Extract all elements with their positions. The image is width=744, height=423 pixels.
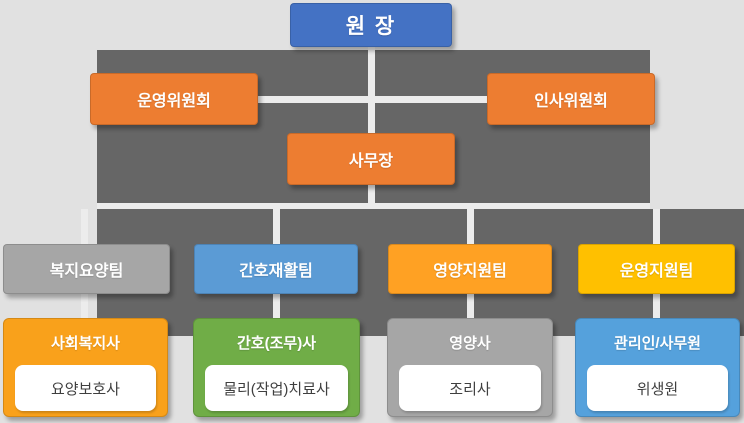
team-nutrition-support-label: 영양지원팀	[433, 263, 507, 280]
team-box-operations-support: 운영지원팀	[578, 244, 735, 294]
staff-nurse-label: 간호(조무)사	[237, 334, 316, 352]
connector-stub-team-3	[467, 209, 474, 245]
staff-box-nurse: 간호(조무)사 물리(작업)치료사	[193, 318, 360, 417]
director-label: 원 장	[345, 15, 397, 38]
connector-stub-team-1	[81, 209, 88, 245]
connector-stub-staff-1	[81, 294, 88, 320]
staff-box-caretaker: 관리인/사무원 위생원	[575, 318, 740, 417]
staff-box-nutritionist: 영양사 조리사	[387, 318, 553, 417]
director-box: 원 장	[290, 3, 452, 47]
staff-box-social-worker: 사회복지사 요양보호사	[3, 318, 168, 417]
connector-line-committees	[258, 96, 487, 103]
committee-personnel-label: 인사위원회	[534, 93, 608, 110]
staff-sub-box-sanitation-worker: 위생원	[587, 365, 728, 411]
office-manager-box: 사무장	[287, 133, 455, 185]
committee-operating-label: 운영위원회	[137, 93, 211, 110]
team-welfare-care-label: 복지요양팀	[49, 263, 124, 280]
committee-box-personnel: 인사위원회	[487, 73, 655, 125]
staff-social-worker-label: 사회복지사	[50, 334, 120, 352]
staff-caretaker-label: 관리인/사무원	[614, 334, 701, 352]
connector-stub-team-2	[273, 209, 280, 245]
team-box-nutrition-support: 영양지원팀	[388, 244, 552, 294]
staff-sub-box-care-worker: 요양보호사	[15, 365, 156, 411]
connector-line-vertical-main	[368, 44, 375, 209]
team-nursing-rehab-label: 간호재활팀	[239, 263, 313, 280]
connector-stub-staff-3	[467, 294, 474, 320]
team-operations-support-label: 운영지원팀	[619, 263, 694, 280]
committee-box-operating: 운영위원회	[90, 73, 258, 125]
staff-sub-box-therapist: 물리(작업)치료사	[205, 365, 348, 411]
staff-sub-box-cook: 조리사	[399, 365, 541, 411]
connector-stub-team-4	[653, 209, 660, 245]
team-box-welfare-care: 복지요양팀	[3, 244, 170, 294]
connector-stub-staff-4	[653, 294, 660, 320]
team-box-nursing-rehab: 간호재활팀	[194, 244, 358, 294]
connector-stub-staff-2	[273, 294, 280, 320]
office-manager-label: 사무장	[348, 153, 394, 170]
connector-rail	[97, 203, 650, 209]
staff-nutritionist-label: 영양사	[449, 334, 491, 352]
